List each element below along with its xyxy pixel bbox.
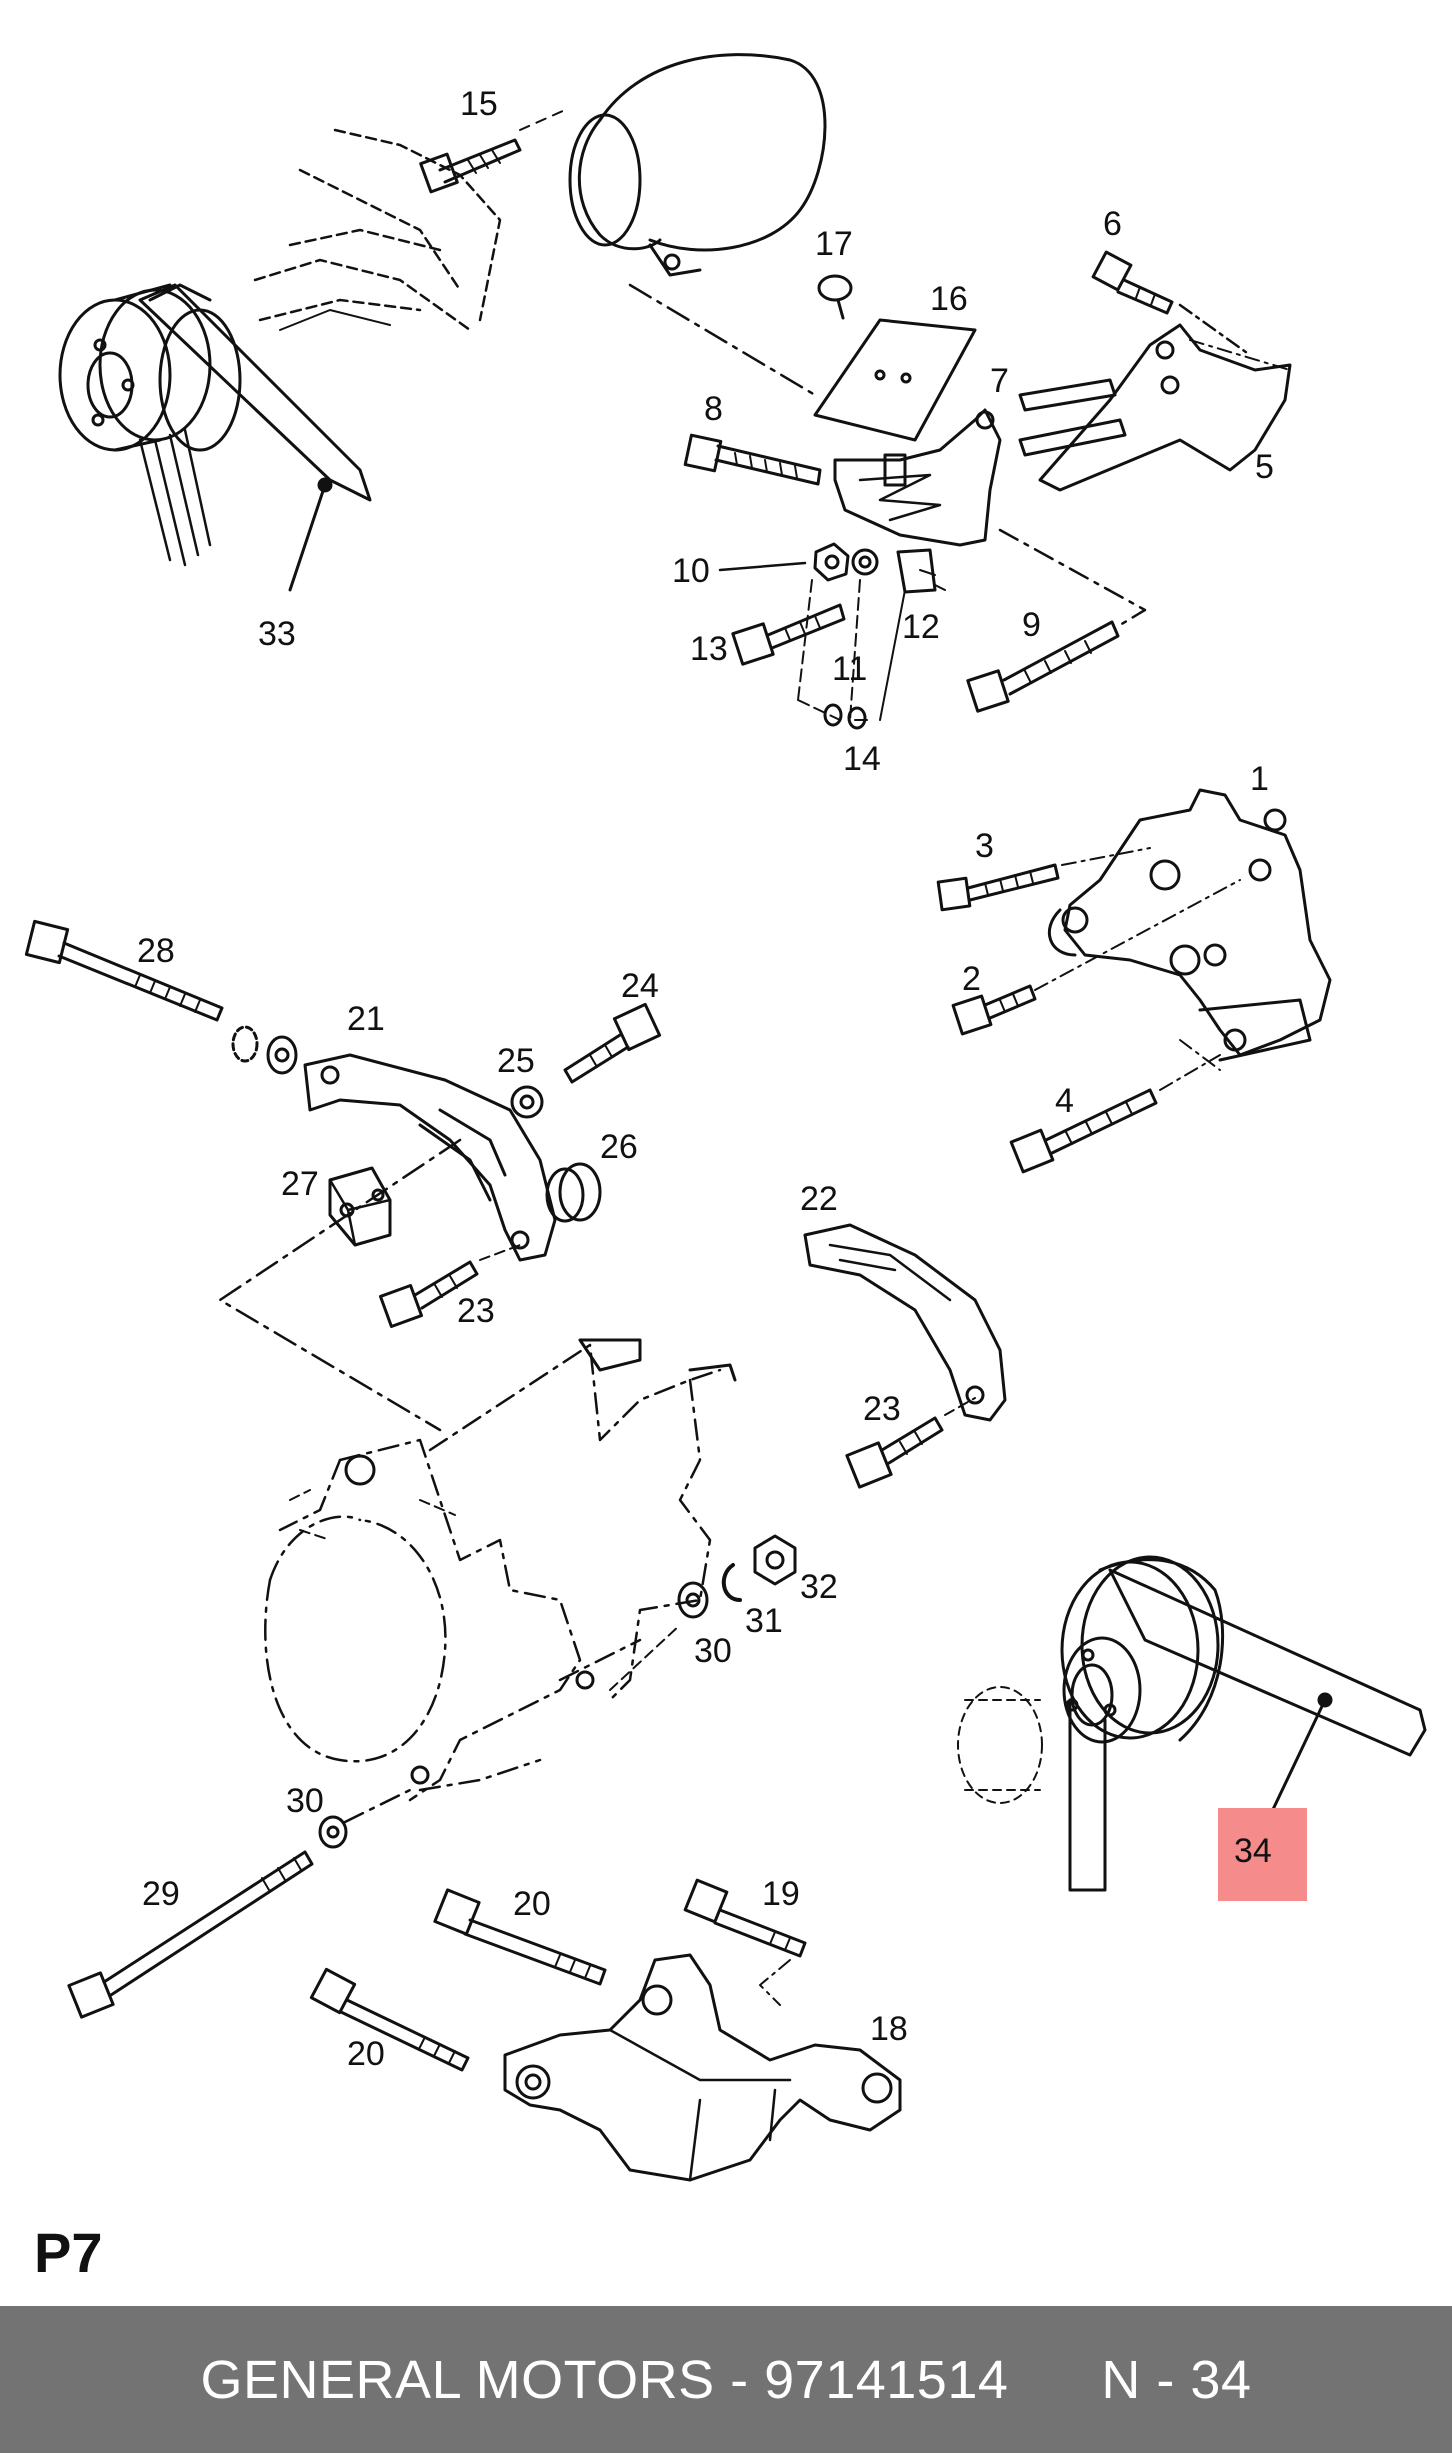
callout-21: 21 — [347, 1000, 385, 1038]
upper-alternator-group — [58, 53, 827, 592]
callout-25: 25 — [497, 1042, 535, 1080]
callout-2: 2 — [962, 960, 981, 998]
callout-10: 10 — [672, 552, 710, 590]
callout-12: 12 — [902, 608, 940, 646]
footer-brand: GENERAL MOTORS — [200, 2349, 715, 2410]
callout-7: 7 — [990, 362, 1009, 400]
callout-22: 22 — [800, 1180, 838, 1218]
callout-14: 14 — [843, 740, 881, 778]
callout-4: 4 — [1055, 1082, 1074, 1120]
callout-15: 15 — [460, 85, 498, 123]
compressor-details — [289, 1338, 797, 1785]
callout-28: 28 — [137, 932, 175, 970]
bracket-22-group — [803, 1223, 1007, 1489]
callout-1: 1 — [1250, 760, 1269, 798]
callout-6: 6 — [1103, 205, 1122, 243]
callout-3: 3 — [975, 827, 994, 865]
callout-26: 26 — [600, 1128, 638, 1166]
upper-bracket-group — [683, 250, 1292, 730]
callout-27: 27 — [281, 1165, 319, 1203]
callout-31: 31 — [745, 1602, 783, 1640]
highlight-box-34 — [1218, 1808, 1307, 1901]
callout-23a: 23 — [457, 1292, 495, 1330]
exploded-parts-diagram: 1 2 3 4 5 6 7 8 9 10 11 12 13 14 15 16 1… — [24, 53, 1427, 2182]
callout-labels: 1 2 3 4 5 6 7 8 9 10 11 12 13 14 15 16 1… — [137, 85, 1274, 2073]
callout-29: 29 — [142, 1875, 180, 1913]
callout-5: 5 — [1255, 448, 1274, 486]
callout-30b: 30 — [286, 1782, 324, 1820]
lower-mount-group — [67, 1788, 902, 2182]
callout-19: 19 — [762, 1875, 800, 1913]
engine-bracket-group — [936, 788, 1332, 1174]
footer-part-number: 97141514 — [764, 2349, 1009, 2410]
page-code: P7 — [34, 2221, 103, 2284]
callout-8: 8 — [704, 390, 723, 428]
callout-32: 32 — [800, 1568, 838, 1606]
callout-23b: 23 — [863, 1390, 901, 1428]
callout-20b: 20 — [347, 2035, 385, 2073]
belt-34-group — [957, 1555, 1427, 1892]
callout-11: 11 — [832, 650, 867, 688]
callout-13: 13 — [690, 630, 728, 668]
callout-16: 16 — [930, 280, 968, 318]
lower-bracket-group — [24, 919, 662, 1432]
callout-20a: 20 — [513, 1885, 551, 1923]
callout-34: 34 — [1234, 1832, 1272, 1870]
callout-33: 33 — [258, 615, 296, 653]
footer-separator: - — [730, 2349, 749, 2410]
compressor-group — [264, 1343, 722, 1802]
callout-30a: 30 — [694, 1632, 732, 1670]
callout-18: 18 — [870, 2010, 908, 2048]
callout-17: 17 — [815, 225, 853, 263]
footer-ref: N - 34 — [1101, 2349, 1252, 2410]
callout-9: 9 — [1022, 606, 1041, 644]
callout-24: 24 — [621, 967, 659, 1005]
footer-bar: GENERAL MOTORS - 97141514 N - 34 — [0, 2306, 1452, 2453]
